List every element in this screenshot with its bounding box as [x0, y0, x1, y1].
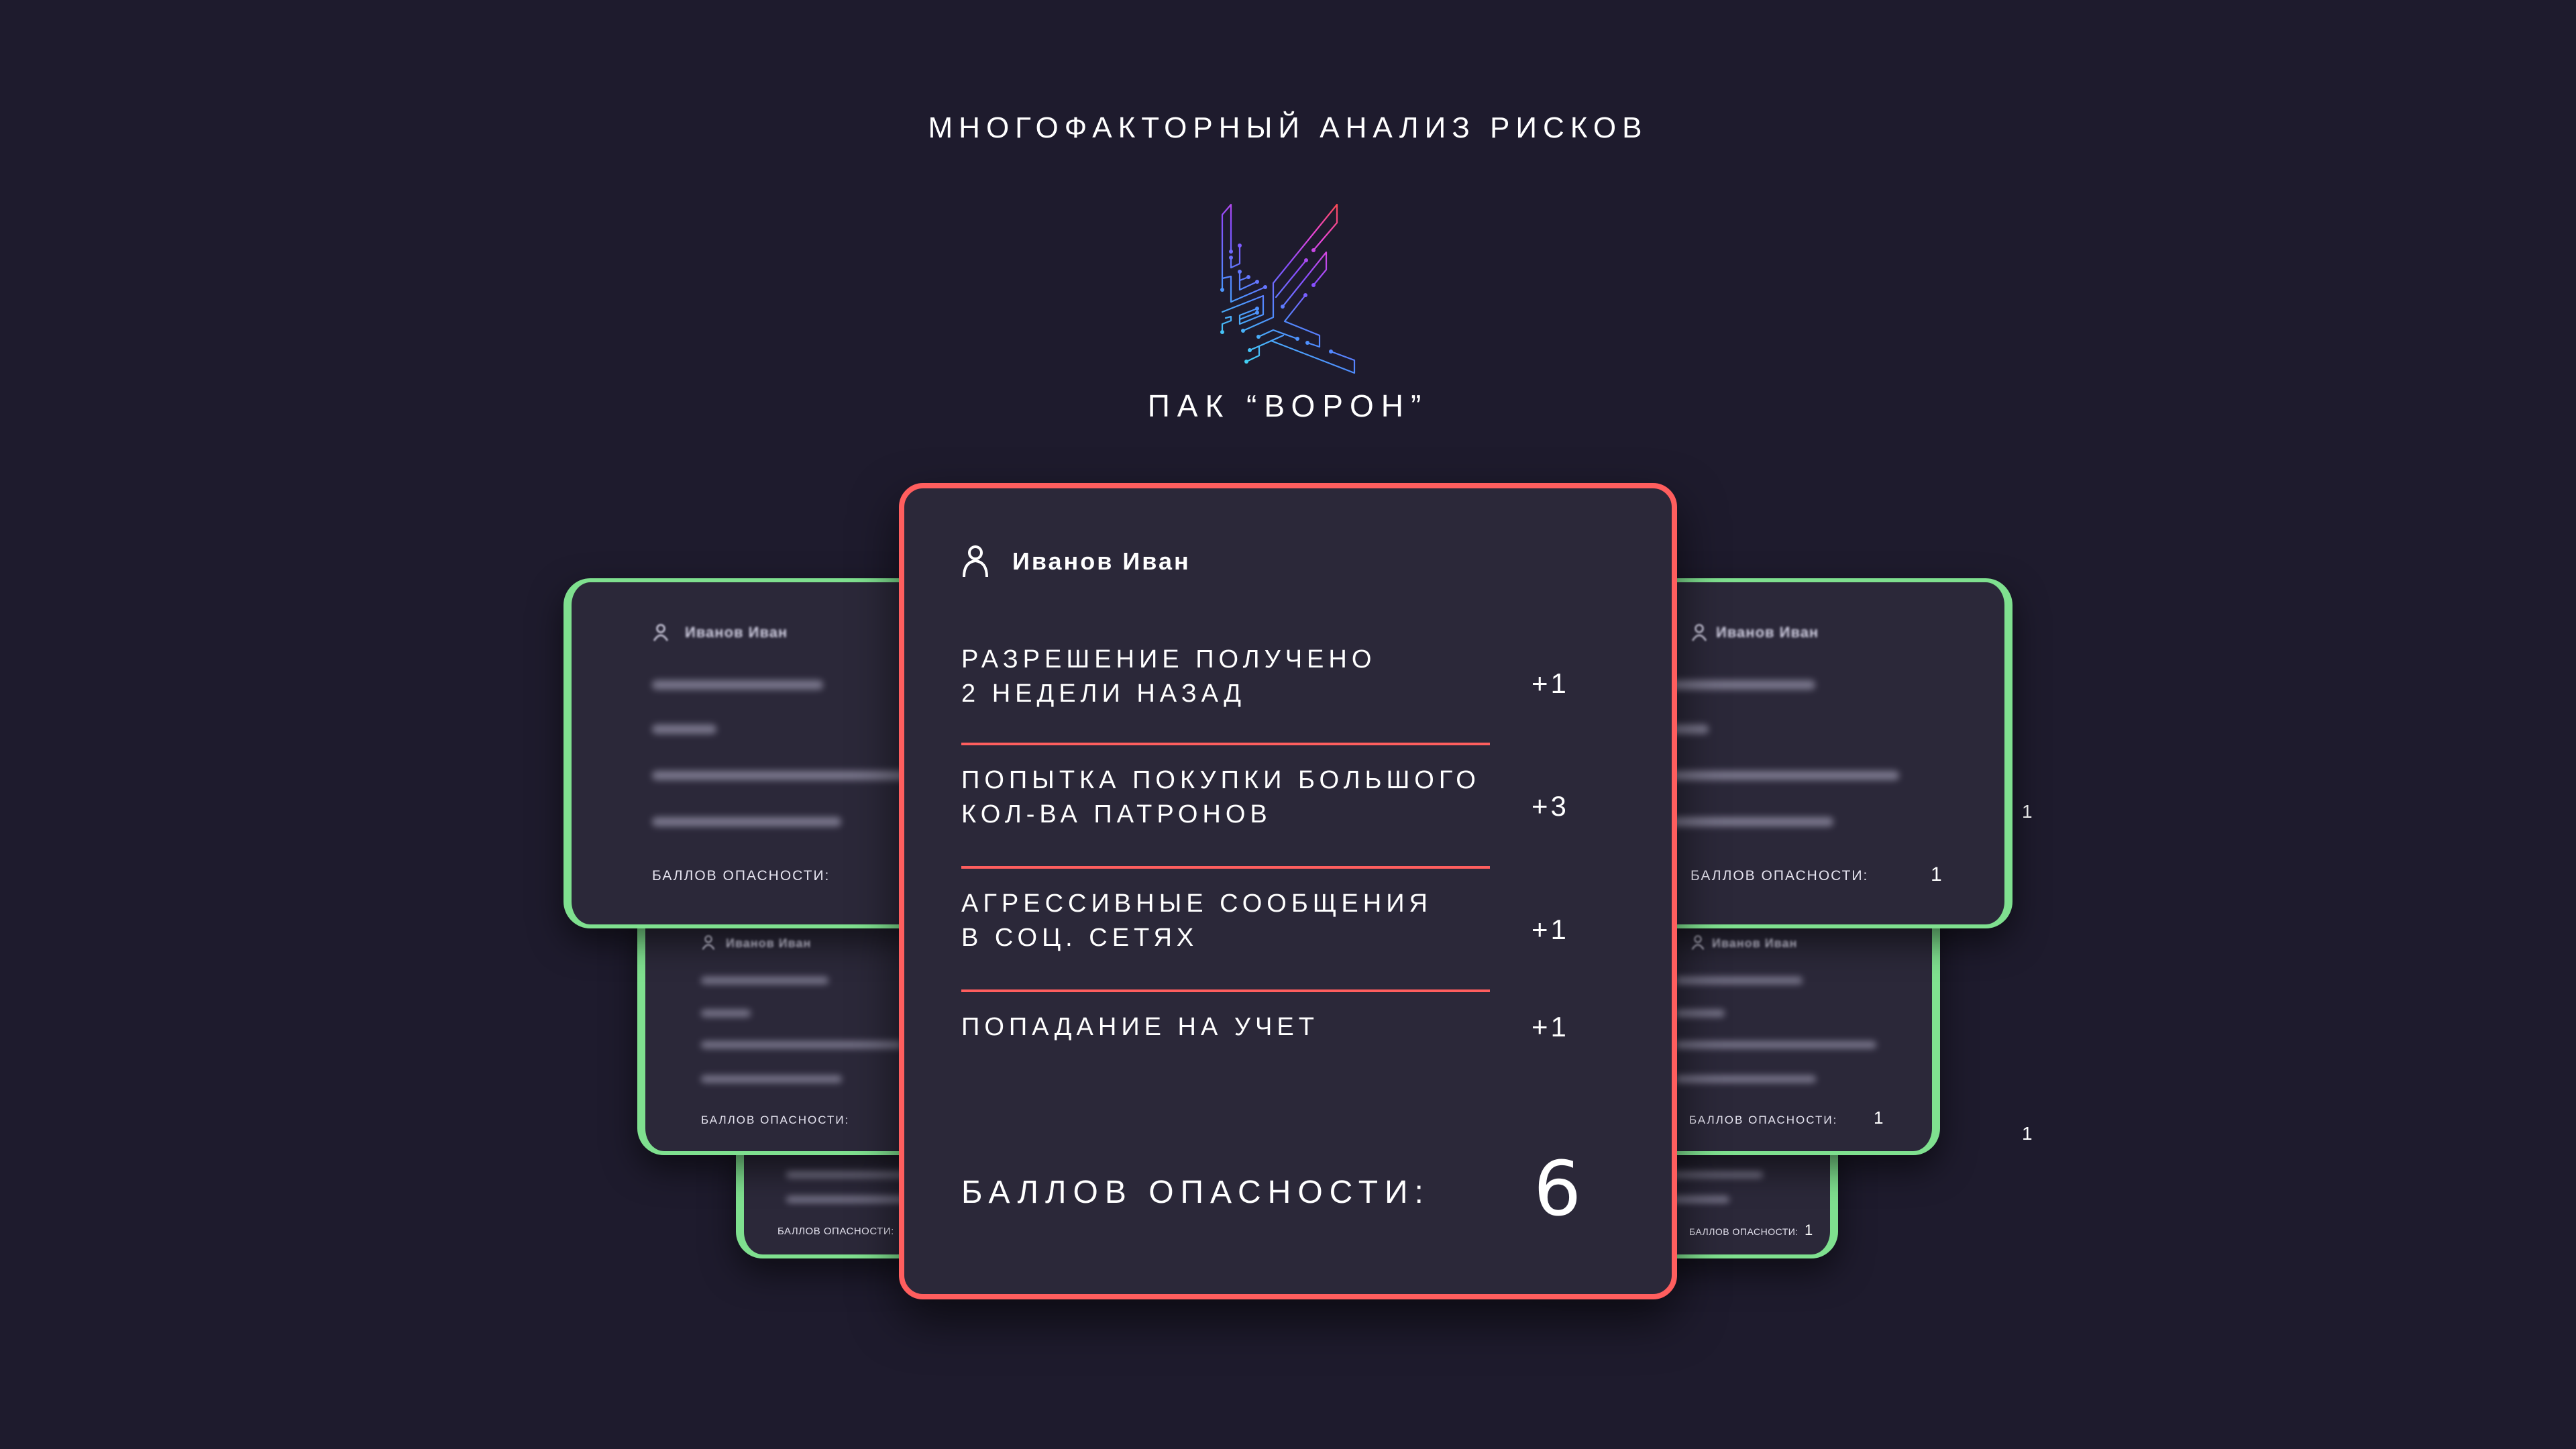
side-card-left-2[interactable]: Иванов Иван БАЛЛОВ ОПАСНОСТИ: — [637, 892, 926, 1155]
person-name: Иванов Иван — [1012, 547, 1191, 575]
main-risk-card[interactable]: Иванов Иван РАЗРЕШЕНИЕ ПОЛУЧЕНО 2 НЕДЕЛИ… — [899, 483, 1677, 1299]
blurred-line — [786, 1196, 920, 1203]
danger-score-label: БАЛЛОВ ОПАСНОСТИ: — [701, 1114, 850, 1126]
factor-text: ПОПАДАНИЕ НА УЧЕТ — [961, 1013, 1319, 1041]
blurred-line — [652, 680, 823, 690]
person-name: Иванов Иван — [726, 936, 812, 950]
factor-score: +1 — [1532, 1011, 1569, 1042]
blurred-line — [1644, 771, 1899, 780]
user-icon — [702, 935, 715, 950]
blurred-line — [652, 771, 907, 780]
total-score-value: 6 — [1534, 1146, 1582, 1233]
divider — [961, 743, 1490, 745]
factor-text: ПОПЫТКА ПОКУПКИ БОЛЬШОГО — [961, 766, 1481, 794]
blurred-line — [652, 724, 716, 734]
blurred-line — [1675, 977, 1803, 984]
person-name: Иванов Иван — [1716, 624, 1819, 641]
user-icon — [1691, 935, 1705, 950]
blurred-line — [1642, 1171, 1763, 1178]
risk-factor: АГРЕССИВНЫЕ СООБЩЕНИЯ В СОЦ. СЕТЯХ — [961, 887, 1432, 955]
blurred-line — [1644, 680, 1815, 690]
factor-score: +1 — [1532, 914, 1569, 945]
user-icon — [1691, 624, 1707, 641]
danger-score-label: БАЛЛОВ ОПАСНОСТИ: — [1689, 1114, 1838, 1126]
stray-score: 1 — [2022, 1123, 2033, 1144]
blurred-line — [786, 1171, 961, 1178]
stray-score: 1 — [2022, 801, 2033, 822]
total-score-label: БАЛЛОВ ОПАСНОСТИ: — [961, 1175, 1430, 1210]
user-icon — [963, 545, 988, 578]
logo-caption: ПАК “ВОРОН” — [1147, 388, 1429, 423]
factor-score: +1 — [1532, 667, 1569, 699]
raven-logo-icon — [1220, 203, 1356, 374]
blurred-line — [701, 1041, 902, 1049]
page-title: МНОГОФАКТОРНЫЙ АНАЛИЗ РИСКОВ — [928, 111, 1648, 144]
factor-text: РАЗРЕШЕНИЕ ПОЛУЧЕНО — [961, 645, 1377, 674]
risk-factor: РАЗРЕШЕНИЕ ПОЛУЧЕНО 2 НЕДЕЛИ НАЗАД — [961, 643, 1376, 711]
danger-score-label: БАЛЛОВ ОПАСНОСТИ: — [1689, 1226, 1799, 1237]
danger-score-value: 1 — [1874, 1108, 1884, 1128]
person-name: Иванов Иван — [685, 624, 788, 641]
person-name: Иванов Иван — [1712, 936, 1798, 950]
side-card-left-1[interactable]: Иванов Иван БАЛЛОВ ОПАСНОСТИ: — [564, 578, 926, 928]
danger-score-value: 1 — [1805, 1222, 1813, 1238]
blurred-line — [1675, 1075, 1816, 1083]
blurred-line — [652, 817, 841, 826]
blurred-line — [1675, 1041, 1876, 1049]
factor-text: КОЛ-ВА ПАТРОНОВ — [961, 800, 1272, 828]
danger-score-value: 1 — [1931, 863, 1942, 885]
factor-text: В СОЦ. СЕТЯХ — [961, 924, 1199, 952]
danger-score-label: БАЛЛОВ ОПАСНОСТИ: — [777, 1226, 894, 1237]
blurred-line — [1675, 1010, 1725, 1017]
factor-text: АГРЕССИВНЫЕ СООБЩЕНИЯ — [961, 890, 1432, 918]
blurred-line — [701, 1075, 842, 1083]
user-icon — [653, 624, 669, 641]
danger-score-label: БАЛЛОВ ОПАСНОСТИ: — [652, 868, 830, 883]
risk-factor: ПОПАДАНИЕ НА УЧЕТ — [961, 1010, 1319, 1044]
blurred-line — [701, 977, 828, 984]
divider — [961, 866, 1490, 869]
blurred-line — [1642, 1196, 1729, 1203]
factor-text: 2 НЕДЕЛИ НАЗАД — [961, 680, 1246, 708]
risk-factor: ПОПЫТКА ПОКУПКИ БОЛЬШОГО КОЛ-ВА ПАТРОНОВ — [961, 763, 1481, 832]
danger-score-label: БАЛЛОВ ОПАСНОСТИ: — [1690, 868, 1869, 883]
blurred-line — [701, 1010, 751, 1017]
factor-score: +3 — [1532, 790, 1569, 822]
divider — [961, 989, 1490, 992]
blurred-line — [1644, 817, 1833, 826]
